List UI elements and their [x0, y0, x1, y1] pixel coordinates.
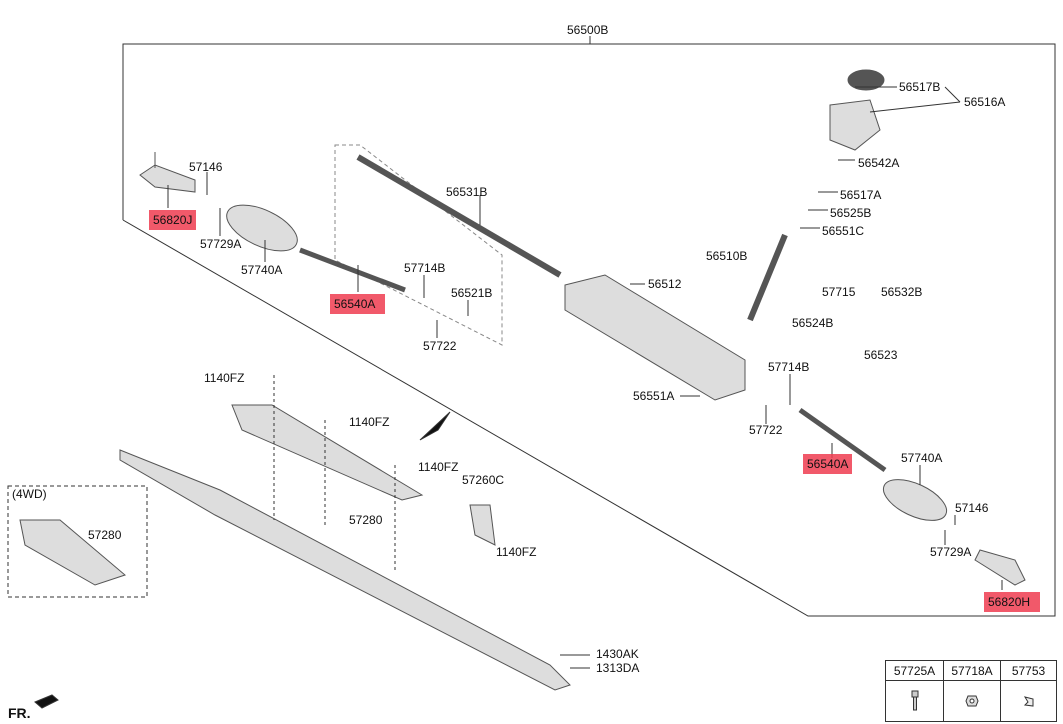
variant-label: (4WD) — [12, 487, 47, 501]
inner-rod-left — [299, 247, 406, 293]
part-label[interactable]: 1430AK — [596, 647, 639, 661]
front-direction-label: FR. — [8, 705, 31, 721]
part-label[interactable]: 56521B — [451, 286, 493, 300]
inner-rod-right — [798, 407, 887, 473]
tie-rod-end-right — [974, 549, 1026, 586]
part-label[interactable]: 1313DA — [596, 661, 640, 675]
assembly-frame — [122, 43, 1056, 617]
dashed-group — [334, 144, 503, 346]
part-label[interactable]: 57146 — [189, 160, 223, 174]
part-label[interactable]: 57280 — [88, 528, 122, 542]
direction-arrow — [419, 411, 451, 441]
part-label[interactable]: 56512 — [648, 277, 682, 291]
nut-icon — [944, 681, 1001, 721]
part-label[interactable]: 56523 — [864, 348, 898, 362]
bracket-57260C — [469, 504, 496, 546]
bolt-icon — [886, 681, 944, 721]
tie-rod-end-left — [139, 164, 196, 193]
part-label[interactable]: 56551C — [822, 224, 865, 238]
boot-right — [882, 479, 948, 521]
part-label[interactable]: 57715 — [822, 285, 856, 299]
assembly-label: 56500B — [567, 23, 609, 37]
4wd-box — [7, 485, 148, 598]
part-label[interactable]: 57740A — [901, 451, 943, 465]
clip-icon — [1001, 681, 1056, 721]
part-label[interactable]: 57714B — [768, 360, 810, 374]
part-label[interactable]: 57280 — [349, 513, 383, 527]
steering-gear-assembly — [119, 449, 571, 691]
table-header[interactable]: 57725A — [886, 661, 944, 681]
part-label[interactable]: 56525B — [830, 206, 872, 220]
rack-bar — [356, 154, 562, 278]
part-label[interactable]: 57729A — [930, 545, 972, 559]
part-label[interactable]: 56517A — [840, 188, 882, 202]
part-label[interactable]: 56551A — [633, 389, 675, 403]
boot-left — [226, 204, 298, 252]
part-label[interactable]: 56517B — [899, 80, 941, 94]
part-label[interactable]: 57729A — [200, 237, 242, 251]
part-label[interactable]: 1140FZ — [204, 371, 245, 385]
heat-shield — [231, 404, 424, 501]
table-header[interactable]: 57718A — [944, 661, 1001, 681]
table-header[interactable]: 57753 — [1001, 661, 1056, 681]
part-label[interactable]: 56531B — [446, 185, 488, 199]
part-label[interactable]: 56510B — [706, 249, 748, 263]
part-label[interactable]: 57714B — [404, 261, 446, 275]
part-label[interactable]: 56542A — [858, 156, 900, 170]
part-label[interactable]: 1140FZ — [349, 415, 390, 429]
part-label-highlighted[interactable]: 56540A — [803, 454, 853, 474]
legend-table: 57725A 57718A 57753 — [885, 660, 1057, 722]
part-label-highlighted[interactable]: 56820H — [984, 592, 1041, 612]
pinion-housing — [829, 99, 881, 151]
heat-shield-4wd — [19, 519, 127, 586]
part-label[interactable]: 1140FZ — [496, 545, 537, 559]
part-label[interactable]: 57722 — [423, 339, 457, 353]
part-label-highlighted[interactable]: 56540A — [330, 294, 386, 314]
part-label[interactable]: 57146 — [955, 501, 989, 515]
part-label[interactable]: 57260C — [462, 473, 505, 487]
pinion-shaft — [747, 233, 788, 322]
part-label[interactable]: 1140FZ — [418, 460, 459, 474]
part-label[interactable]: 57722 — [749, 423, 783, 437]
part-label-highlighted[interactable]: 56820J — [149, 210, 197, 230]
part-label[interactable]: 56532B — [881, 285, 923, 299]
part-label[interactable]: 56516A — [964, 95, 1006, 109]
part-label[interactable]: 56524B — [792, 316, 834, 330]
part-label[interactable]: 57740A — [241, 263, 283, 277]
fr-arrow-icon — [34, 694, 59, 709]
steering-gear-housing — [564, 274, 746, 401]
